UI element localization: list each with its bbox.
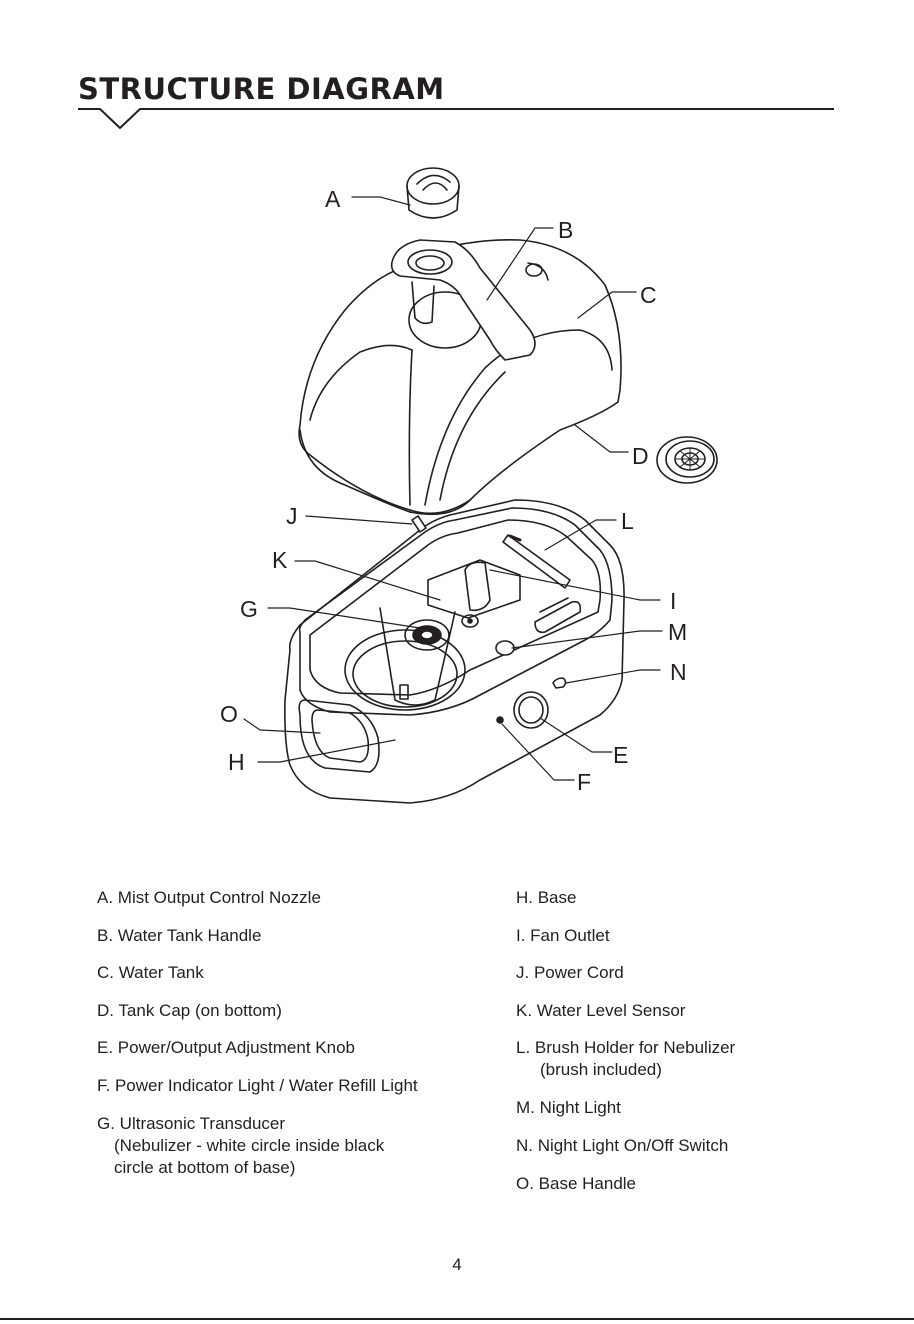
legend-item-b: B. Water Tank Handle [97, 926, 262, 945]
legend-item-e: E. Power/Output Adjustment Knob [97, 1038, 355, 1057]
legend-item-j: J. Power Cord [516, 963, 624, 982]
legend-right: H. Base I. Fan Outlet J. Power Cord K. W… [516, 887, 816, 1197]
page-heading: STRUCTURE DIAGRAM [78, 72, 445, 106]
legend-item-o: O. Base Handle [516, 1174, 637, 1193]
callout-g: G [240, 596, 258, 622]
bottom-rule [0, 1318, 914, 1320]
callout-b: B [558, 217, 573, 243]
legend-item-n: N. Night Light On/Off Switch [516, 1136, 729, 1155]
callout-k: K [272, 547, 288, 573]
callout-l: L [621, 508, 634, 534]
humidifier-diagram: A B C D J L K I G M N O E H F [220, 167, 718, 804]
callout-i: I [670, 588, 676, 614]
callout-n: N [670, 659, 687, 685]
tank-handle-illustration [390, 239, 536, 361]
legend-item-i: I. Fan Outlet [516, 926, 610, 945]
legend-item-d: D. Tank Cap (on bottom) [97, 1001, 282, 1020]
page-number: 4 [452, 1255, 462, 1274]
callout-a: A [325, 186, 341, 212]
leader-lines [243, 196, 663, 781]
legend-left: A. Mist Output Control Nozzle B. Water T… [97, 887, 487, 1187]
tank-cap-illustration [656, 436, 718, 484]
mist-nozzle-illustration [406, 167, 460, 219]
callout-h: H [228, 749, 245, 775]
callout-c: C [640, 282, 657, 308]
callout-m: M [668, 619, 687, 645]
legend-item-l: L. Brush Holder for Nebulizer (brush inc… [516, 1038, 736, 1079]
callout-f: F [577, 769, 591, 795]
legend-item-h: H. Base [516, 888, 577, 907]
legend-item-c: C. Water Tank [97, 963, 204, 982]
legend-item-k: K. Water Level Sensor [516, 1001, 686, 1020]
legend-item-f: F. Power Indicator Light / Water Refill … [97, 1076, 418, 1095]
callout-d: D [632, 443, 649, 469]
water-tank-illustration [298, 238, 622, 516]
heading-rule [78, 108, 834, 130]
callout-e: E [613, 742, 628, 768]
legend-item-m: M. Night Light [516, 1098, 621, 1117]
callout-j: J [286, 503, 298, 529]
legend-item-a: A. Mist Output Control Nozzle [97, 888, 321, 907]
base-illustration [284, 499, 625, 804]
legend-item-g: G. Ultrasonic Transducer (Nebulizer - wh… [97, 1114, 385, 1177]
callout-o: O [220, 701, 238, 727]
